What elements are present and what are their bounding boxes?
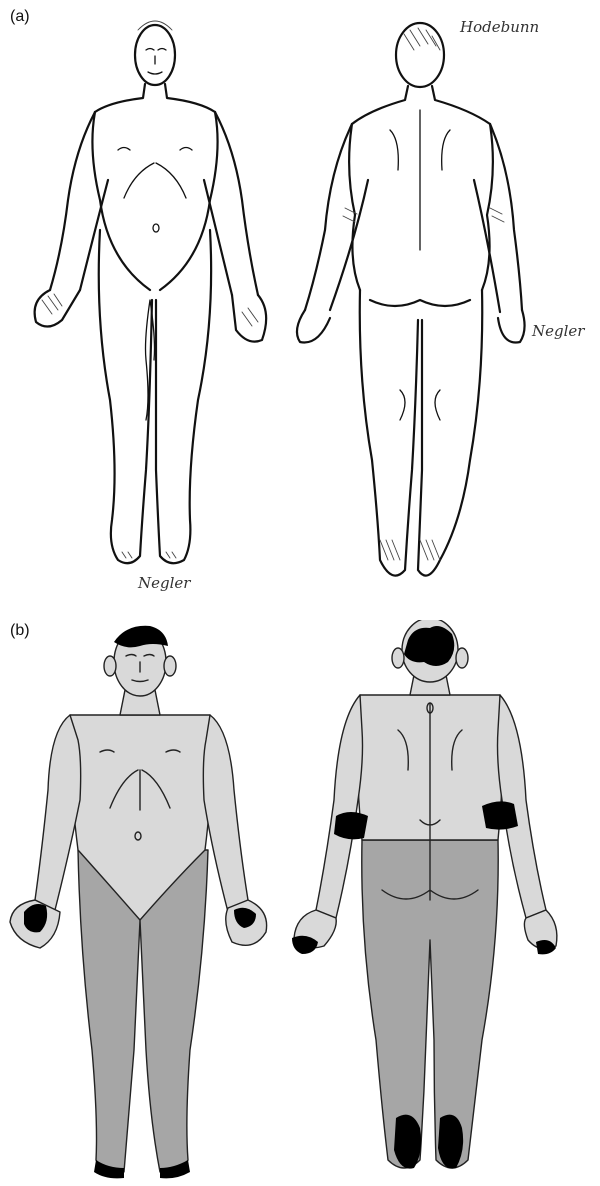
back-figure	[292, 620, 557, 1169]
front-figure-sketch	[35, 21, 267, 563]
front-left-arm	[35, 715, 81, 910]
front-right-ear	[164, 656, 176, 676]
shaded-figures	[0, 620, 600, 1184]
back-right-foot-lesion	[438, 1115, 463, 1169]
front-figure	[10, 626, 267, 1179]
back-right-arm-lesion	[482, 801, 518, 829]
front-scalp-lesion	[114, 626, 168, 648]
back-figure-sketch	[297, 23, 525, 576]
sketch-figures	[0, 0, 600, 600]
back-left-arm	[316, 695, 363, 918]
back-left-arm-lesion	[334, 812, 368, 839]
front-right-arm	[203, 715, 248, 912]
front-left-ear	[104, 656, 116, 676]
